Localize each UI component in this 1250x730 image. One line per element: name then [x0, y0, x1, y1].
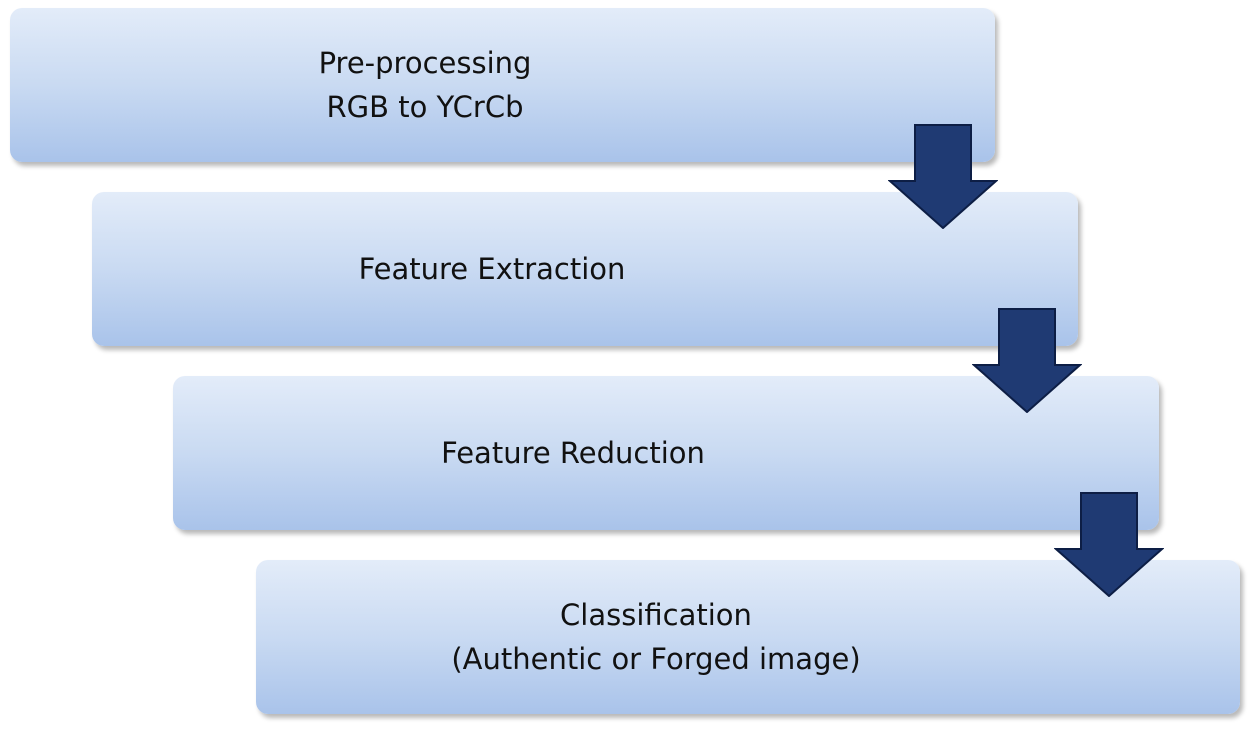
- step-classification-subtitle: (Authentic or Forged image): [451, 642, 861, 676]
- step-feature-extraction-text: Feature Extraction: [292, 192, 692, 346]
- step-feature-extraction-title: Feature Extraction: [358, 252, 626, 286]
- step-feature-reduction-title: Feature Reduction: [441, 436, 705, 470]
- step-feature-reduction: Feature Reduction: [173, 376, 1159, 530]
- step-classification-text: Classification (Authentic or Forged imag…: [436, 560, 876, 714]
- step-feature-reduction-text: Feature Reduction: [373, 376, 773, 530]
- step-preprocessing-subtitle: RGB to YCrCb: [326, 90, 524, 124]
- step-classification: Classification (Authentic or Forged imag…: [256, 560, 1240, 714]
- down-arrow-icon: [972, 308, 1082, 413]
- step-classification-title: Classification: [560, 598, 752, 632]
- down-arrow-icon: [1054, 492, 1164, 597]
- step-preprocessing-title: Pre-processing: [318, 46, 532, 80]
- down-arrow-icon: [888, 124, 998, 229]
- step-preprocessing-text: Pre-processing RGB to YCrCb: [225, 8, 625, 162]
- step-preprocessing: Pre-processing RGB to YCrCb: [10, 8, 995, 162]
- step-feature-extraction: Feature Extraction: [92, 192, 1078, 346]
